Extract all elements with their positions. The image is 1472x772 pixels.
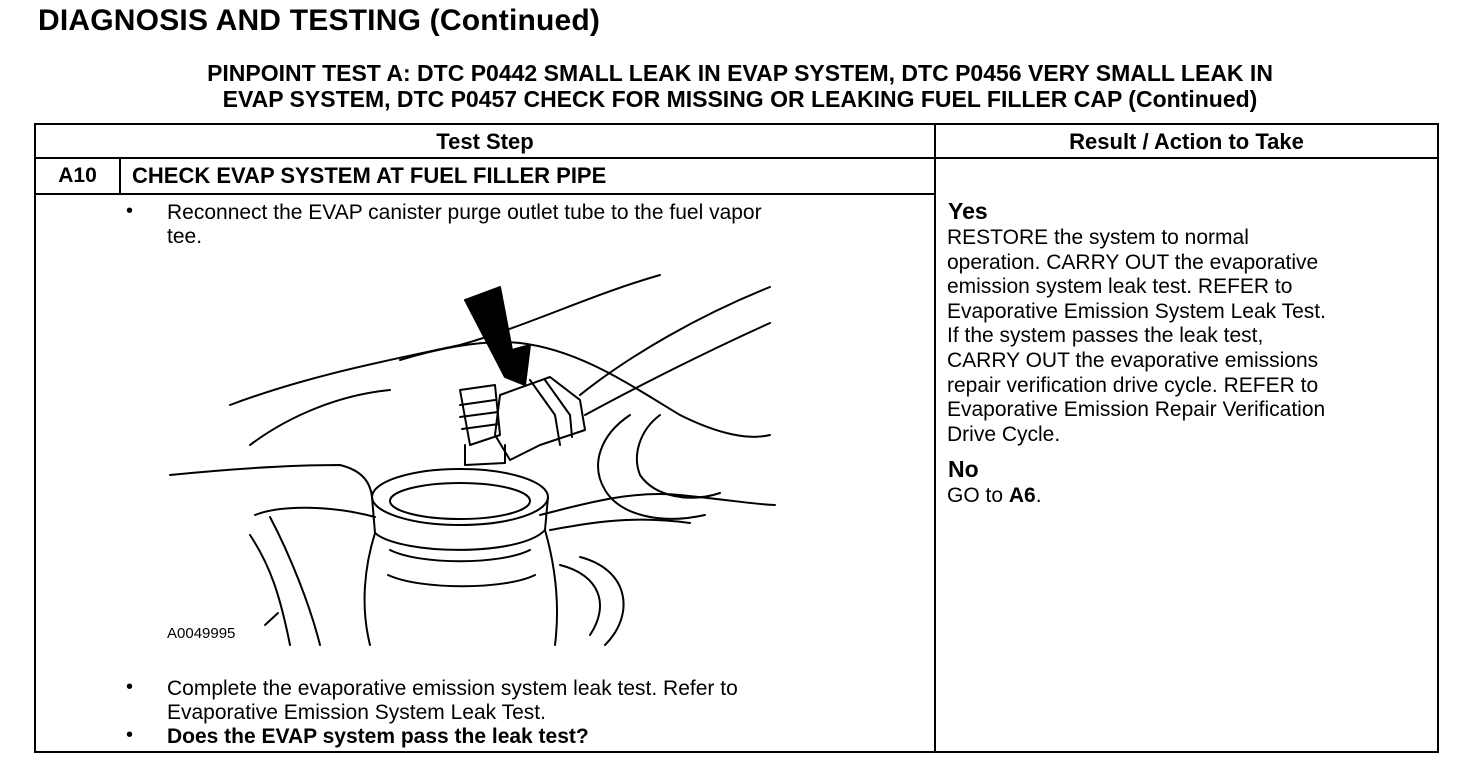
result-yes-text: RESTORE the system to normal operation. … xyxy=(947,226,1417,447)
no-target-step: A6 xyxy=(1008,484,1036,507)
result-yes-label: Yes xyxy=(948,198,988,224)
pointer-arrow xyxy=(464,286,531,386)
yes-line: RESTORE the system to normal xyxy=(947,226,1249,249)
right-bracket-2 xyxy=(635,414,721,499)
upper-body-outline xyxy=(229,274,661,406)
tee-neck xyxy=(464,444,506,466)
vapor-tube-top xyxy=(579,286,771,396)
bullet-1-text: Reconnect the EVAP canister purge outlet… xyxy=(167,201,762,249)
step-title: CHECK EVAP SYSTEM AT FUEL FILLER PIPE xyxy=(132,163,607,188)
bullet-1-line-2: tee. xyxy=(167,225,203,248)
yes-line: emission system leak test. REFER to xyxy=(947,275,1293,299)
filler-pipe-right xyxy=(544,529,558,646)
bullet-2-line-1: Complete the evaporative emission system… xyxy=(167,677,738,700)
vapor-tube-bottom xyxy=(584,322,771,416)
label-leader xyxy=(264,612,279,626)
bullet-3-marker: • xyxy=(126,724,134,746)
no-suffix: . xyxy=(1035,484,1042,507)
grommet-sides xyxy=(371,496,549,551)
bullet-3-text: Does the EVAP system pass the leak test? xyxy=(167,725,589,748)
connector-ring-2 xyxy=(544,379,573,438)
connector-body xyxy=(494,376,586,461)
right-lower-curve xyxy=(559,556,625,646)
right-lower-arm-2 xyxy=(549,518,691,531)
left-bracket xyxy=(249,506,376,646)
left-bracket-2 xyxy=(269,516,321,646)
step-id: A10 xyxy=(58,164,97,187)
evap-tube-illustration xyxy=(169,274,776,646)
yes-line: CARRY OUT the evaporative emissions xyxy=(947,348,1319,372)
test-title-line-2: EVAP SYSTEM, DTC P0457 CHECK FOR MISSING… xyxy=(222,86,1258,112)
yes-line: operation. CARRY OUT the evaporative xyxy=(947,250,1319,274)
upper-body-outline-2 xyxy=(399,341,771,438)
bullet-1-marker: • xyxy=(126,200,134,222)
result-no-text: GO to A6. xyxy=(947,484,1417,509)
grommet xyxy=(371,468,549,526)
yes-line: Evaporative Emission Repair Verification xyxy=(947,398,1326,422)
tee-stem xyxy=(459,384,501,446)
test-table xyxy=(34,123,1439,753)
page-heading: DIAGNOSIS AND TESTING (Continued) xyxy=(38,4,601,37)
yes-line: Drive Cycle. xyxy=(947,422,1061,446)
right-lower-arm xyxy=(539,493,776,516)
right-bracket xyxy=(597,414,706,520)
filler-pipe-left xyxy=(363,532,376,646)
bullet-2-line-2: Evaporative Emission System Leak Test. xyxy=(167,701,546,724)
column-header-test-step: Test Step xyxy=(436,129,534,154)
grommet-inner xyxy=(389,482,531,520)
yes-line: If the system passes the leak test, xyxy=(947,324,1264,348)
column-divider xyxy=(934,123,936,753)
no-prefix: GO to xyxy=(947,484,1009,507)
left-structure xyxy=(169,464,373,498)
yes-line: Evaporative Emission System Leak Test. xyxy=(947,299,1326,323)
test-title-line-1: PINPOINT TEST A: DTC P0442 SMALL LEAK IN… xyxy=(207,60,1273,86)
pinpoint-test-title: PINPOINT TEST A: DTC P0442 SMALL LEAK IN… xyxy=(40,60,1440,112)
left-structure-2 xyxy=(249,389,391,446)
filler-pipe-ribs xyxy=(387,549,536,588)
bullet-2-marker: • xyxy=(126,676,134,698)
step-id-divider xyxy=(119,157,121,194)
figure-label: A0049995 xyxy=(167,625,236,642)
yes-line: repair verification drive cycle. REFER t… xyxy=(947,373,1319,397)
step-title-divider xyxy=(34,193,935,195)
header-divider xyxy=(34,157,1439,159)
bullet-2-text: Complete the evaporative emission system… xyxy=(167,677,738,725)
column-header-result: Result / Action to Take xyxy=(1069,129,1304,154)
connector-ring xyxy=(529,379,561,446)
result-no-label: No xyxy=(948,456,979,482)
tee-threads xyxy=(459,399,500,430)
bullet-1-line-1: Reconnect the EVAP canister purge outlet… xyxy=(167,201,762,224)
